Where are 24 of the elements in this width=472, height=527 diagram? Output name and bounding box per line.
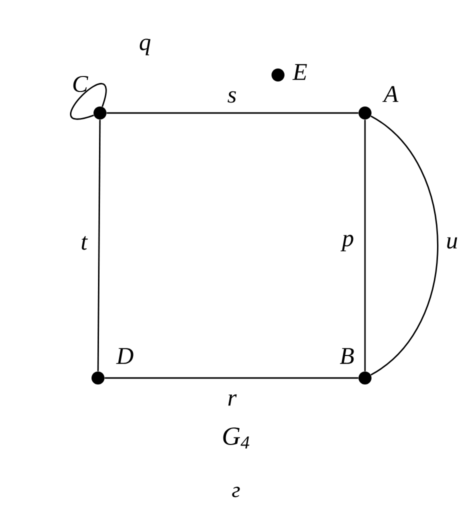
graph-edge — [70, 83, 107, 120]
vertex-label: D — [116, 348, 134, 364]
graph-edge — [97, 120, 101, 372]
graph-edge — [370, 116, 438, 376]
graph-edge — [104, 377, 358, 379]
edge-label: p — [340, 234, 354, 252]
vertex-dot — [358, 372, 372, 384]
graph-name: G$_{4}$ — [223, 428, 250, 448]
edge-label: t — [82, 236, 88, 250]
vertex-dot — [94, 106, 106, 120]
edge-label: u — [447, 237, 458, 249]
panel-letter: г — [232, 486, 240, 498]
vertex-label: C — [73, 76, 88, 92]
vertex-label: E — [292, 64, 307, 80]
vertex-label: B — [340, 348, 354, 364]
vertex-dot — [272, 68, 284, 82]
graph-edge — [364, 120, 366, 372]
vertex-label: A — [382, 86, 398, 102]
vertex-dot — [92, 372, 104, 384]
edge-label: s — [228, 91, 236, 103]
graph-edge — [106, 112, 358, 114]
edge-label: q — [140, 38, 150, 56]
edge-label: r — [228, 394, 237, 406]
vertex-dot — [358, 106, 372, 120]
